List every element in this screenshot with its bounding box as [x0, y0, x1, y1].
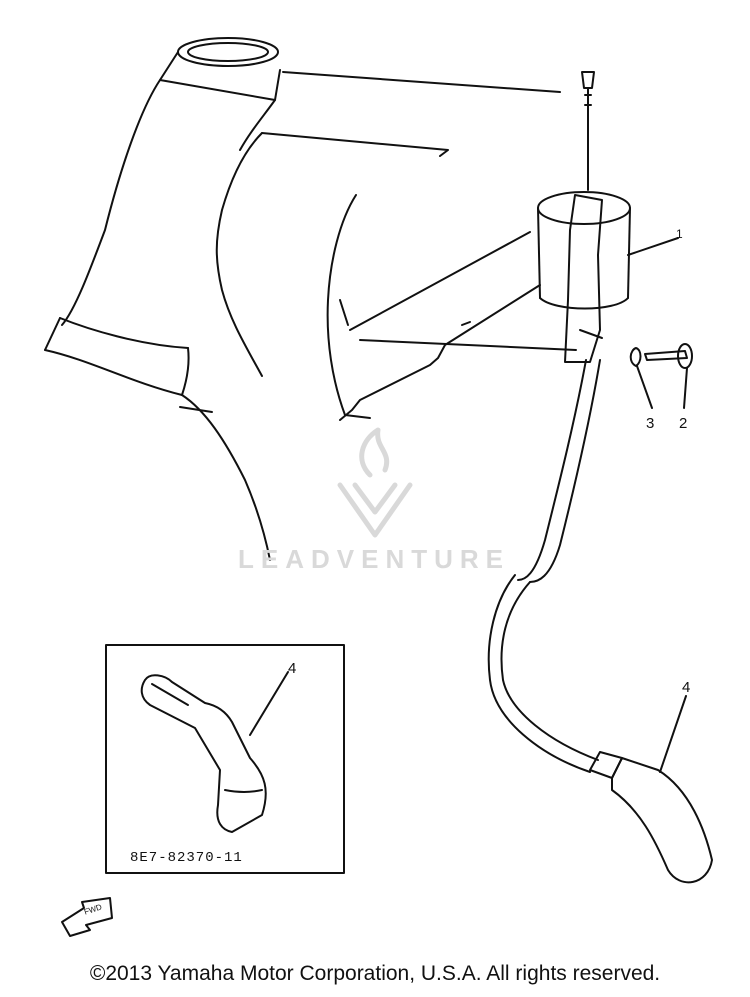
frame-lower-collar: [44, 317, 271, 561]
watermark-emblem: [337, 427, 413, 538]
watermark-text: LEADVENTURE: [238, 544, 511, 574]
copyright-footer: ©2013 Yamaha Motor Corporation, U.S.A. A…: [89, 962, 661, 985]
callout-3-label: 3: [646, 415, 655, 432]
spark-plug-cap: [589, 695, 713, 884]
inset-part-number: 8E7-82370-11: [130, 850, 243, 866]
high-tension-lead: [487, 359, 601, 773]
callout-1-label: 1: [676, 227, 683, 241]
frame-steering-head: [61, 37, 561, 326]
callout-4-inset-label: 4: [288, 660, 297, 677]
ignition-coil: [359, 71, 679, 363]
callout-4-main-label: 4: [682, 679, 691, 696]
inset-detail: [105, 644, 345, 874]
callout-2-label: 2: [679, 415, 688, 432]
coil-fasteners: [629, 343, 693, 409]
fwd-arrow-icon: [61, 897, 113, 937]
frame-side-cover: [215, 132, 541, 421]
